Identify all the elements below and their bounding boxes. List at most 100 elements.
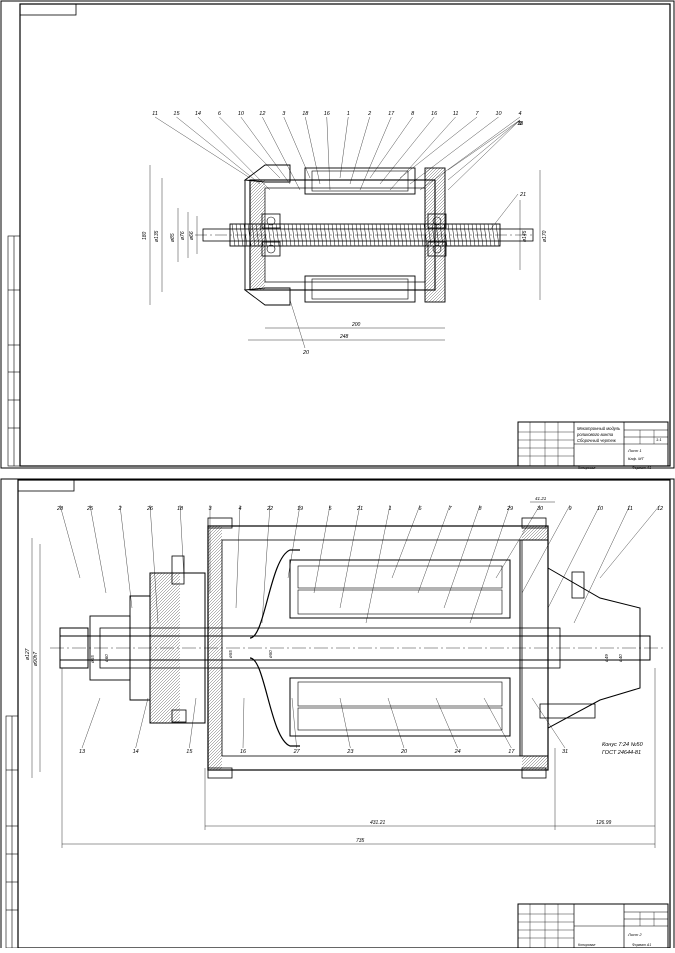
dimension-lines bbox=[149, 165, 541, 341]
left-margin-strip bbox=[7, 235, 21, 467]
copied-label: Копировал bbox=[578, 943, 595, 947]
balloon-label: 10 bbox=[495, 111, 502, 117]
balloon-label: 3 bbox=[208, 506, 212, 512]
balloon-label: 15 bbox=[173, 111, 180, 117]
balloon-label: 20 bbox=[400, 749, 408, 755]
dim-50: ø50 bbox=[268, 650, 273, 658]
balloon-label: 4 bbox=[518, 111, 521, 117]
section-hatching bbox=[149, 525, 549, 771]
balloon-label: 8 bbox=[478, 506, 482, 512]
balloon-label: 16 bbox=[324, 111, 331, 117]
dim-145: ø145 bbox=[522, 230, 528, 242]
dim-126-99: 126.99 bbox=[596, 820, 612, 826]
balloon-label: 26 bbox=[146, 506, 154, 512]
balloon-leaders bbox=[59, 504, 661, 749]
balloon-label: 18 bbox=[177, 506, 184, 512]
balloon-label: 12 bbox=[657, 506, 663, 512]
organization: Каф. МТ bbox=[628, 456, 644, 461]
balloon-label: 2 bbox=[117, 506, 121, 512]
balloon-label: 10 bbox=[238, 111, 245, 117]
balloon-label: 14 bbox=[133, 749, 139, 755]
balloon-label: 5 bbox=[518, 121, 522, 127]
dim-170: ø170 bbox=[542, 230, 548, 242]
balloon-label: 4 bbox=[238, 506, 241, 512]
top-left-stamp bbox=[17, 479, 75, 492]
balloon-label: 22 bbox=[266, 506, 273, 512]
cone-note-line-2: ГОСТ 24644-81 bbox=[602, 750, 641, 756]
balloon-label: 27 bbox=[293, 749, 301, 755]
balloon-label: 21 bbox=[519, 192, 526, 198]
module-assembly bbox=[195, 164, 535, 306]
balloon-label: 15 bbox=[186, 749, 193, 755]
balloon-label: 19 bbox=[297, 506, 303, 512]
balloon-label: 3 bbox=[282, 111, 286, 117]
dim-248: 248 bbox=[339, 334, 349, 340]
title-block bbox=[517, 903, 669, 948]
dim-127: ø127 bbox=[25, 648, 31, 660]
balloon-label: 11 bbox=[453, 111, 459, 117]
top-left-stamp bbox=[19, 3, 77, 16]
balloon-label: 12 bbox=[259, 111, 265, 117]
balloon-label: 28 bbox=[56, 506, 64, 512]
format-label: Формат А1 bbox=[632, 943, 651, 947]
balloon-label: 18 bbox=[302, 111, 309, 117]
balloon-label: 6 bbox=[418, 506, 422, 512]
dim-90: ø90h7 bbox=[33, 652, 39, 666]
dim-135: ø135 bbox=[154, 230, 160, 242]
balloon-label: 14 bbox=[195, 111, 201, 117]
balloon-label: 2 bbox=[367, 111, 371, 117]
sheet-inner-frame bbox=[17, 479, 671, 948]
balloon-label: 1 bbox=[388, 506, 391, 512]
dim-41-21: 41.21 bbox=[535, 496, 547, 501]
dim-66: ø66 bbox=[189, 231, 195, 240]
sheet-number: Лист 2 bbox=[627, 932, 642, 937]
cone-note-line-1: Конус 7:24 №50 bbox=[602, 742, 644, 748]
balloon-label: 30 bbox=[537, 506, 544, 512]
dim-735: 735 bbox=[356, 838, 365, 844]
dim-76: ø76 bbox=[180, 231, 186, 240]
scale-value: 1:1 bbox=[656, 437, 662, 442]
dim-65: ø65 bbox=[90, 655, 95, 663]
balloon-label: 23 bbox=[346, 749, 354, 755]
balloon-label: 9 bbox=[518, 121, 521, 127]
dim-85: ø85 bbox=[170, 233, 176, 242]
copied-label: Копировал bbox=[578, 466, 595, 470]
dimension-lines bbox=[31, 501, 656, 848]
balloon-label: 25 bbox=[86, 506, 94, 512]
sheet-number: Лист 1 bbox=[627, 448, 642, 453]
balloon-label: 11 bbox=[627, 506, 633, 512]
dim-49: ø49 bbox=[604, 654, 609, 662]
balloon-label: 7 bbox=[476, 111, 480, 117]
left-margin-strip bbox=[5, 715, 19, 948]
title-line-3: Сборочный чертеж bbox=[577, 438, 617, 443]
balloon-label: 20 bbox=[302, 350, 310, 356]
balloon-label: 6 bbox=[218, 111, 222, 117]
dim-431-21: 431.21 bbox=[370, 820, 386, 826]
dim-40: ø40 bbox=[618, 654, 623, 662]
sheet-outer-border bbox=[0, 478, 675, 948]
title-line-1: Мехатронный модуль bbox=[577, 426, 620, 431]
balloon-label: 8 bbox=[411, 111, 415, 117]
balloon-label: 17 bbox=[388, 111, 395, 117]
balloon-label: 16 bbox=[240, 749, 247, 755]
balloon-label: 13 bbox=[517, 121, 524, 127]
balloon-label: 13 bbox=[79, 749, 86, 755]
dim-180: 180 bbox=[142, 231, 148, 240]
balloon-label: 21 bbox=[356, 506, 363, 512]
dim-55: ø55 bbox=[228, 650, 233, 658]
section-hatching bbox=[249, 167, 446, 303]
balloon-leaders bbox=[154, 116, 521, 349]
sheet-inner-frame bbox=[19, 3, 671, 467]
balloon-label: 24 bbox=[454, 749, 461, 755]
balloon-label: 31 bbox=[562, 749, 568, 755]
balloon-label: 29 bbox=[506, 506, 513, 512]
balloon-label: 10 bbox=[597, 506, 604, 512]
title-block bbox=[517, 421, 669, 467]
balloon-label: 11 bbox=[152, 111, 158, 117]
sheet-outer-border bbox=[0, 0, 675, 469]
balloon-label: 5 bbox=[328, 506, 332, 512]
dim-200: 200 bbox=[351, 322, 361, 328]
